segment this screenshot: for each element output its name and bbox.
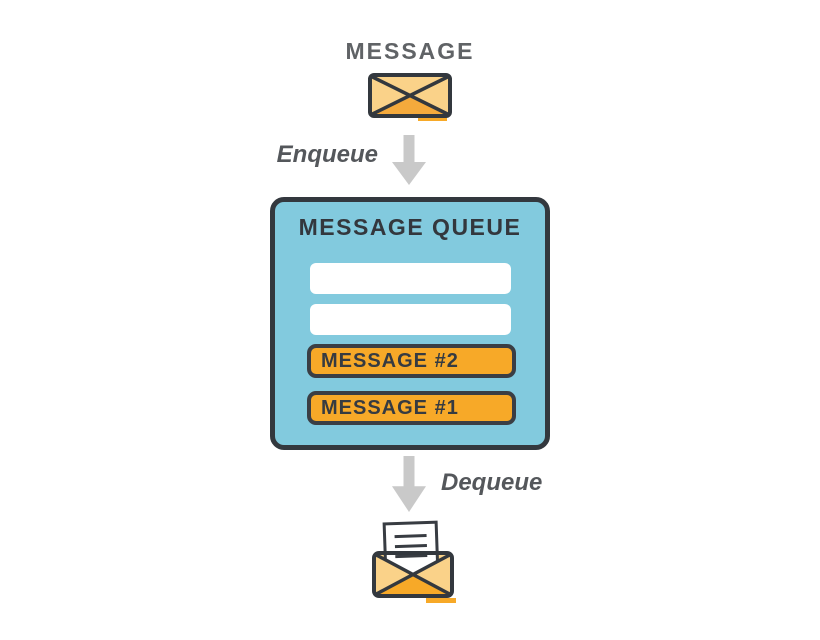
dequeue-arrow-down-icon bbox=[392, 456, 426, 512]
envelope-left-fold bbox=[376, 555, 413, 594]
queue-title: MESSAGE QUEUE bbox=[298, 214, 522, 240]
envelope-outline bbox=[372, 551, 454, 598]
closed-envelope-icon bbox=[368, 73, 452, 121]
message-heading: MESSAGE bbox=[345, 38, 475, 64]
envelope-bottom-fold bbox=[375, 574, 451, 595]
dequeue-label: Dequeue bbox=[441, 469, 543, 496]
envelope-accent-stripe bbox=[418, 116, 447, 121]
envelope-fold-lines bbox=[374, 552, 452, 597]
envelope-accent-stripe bbox=[426, 598, 456, 603]
queue-slot-message-2: MESSAGE #2 bbox=[307, 344, 516, 378]
envelope-bottom-fold bbox=[372, 95, 448, 115]
queue-slot-empty bbox=[310, 263, 511, 294]
envelope-fold-lines bbox=[370, 74, 450, 117]
open-envelope-icon bbox=[372, 520, 456, 603]
letter-text-lines bbox=[394, 533, 428, 559]
enqueue-arrow-down-icon bbox=[392, 135, 426, 185]
message-queue-box: MESSAGE QUEUE MESSAGE #2 MESSAGE #1 bbox=[270, 197, 550, 450]
envelope-right-fold bbox=[413, 555, 450, 594]
queue-slot-empty bbox=[310, 304, 511, 335]
queue-slot-message-1: MESSAGE #1 bbox=[307, 391, 516, 425]
envelope-outline bbox=[368, 73, 452, 118]
enqueue-label: Enqueue bbox=[276, 141, 378, 168]
